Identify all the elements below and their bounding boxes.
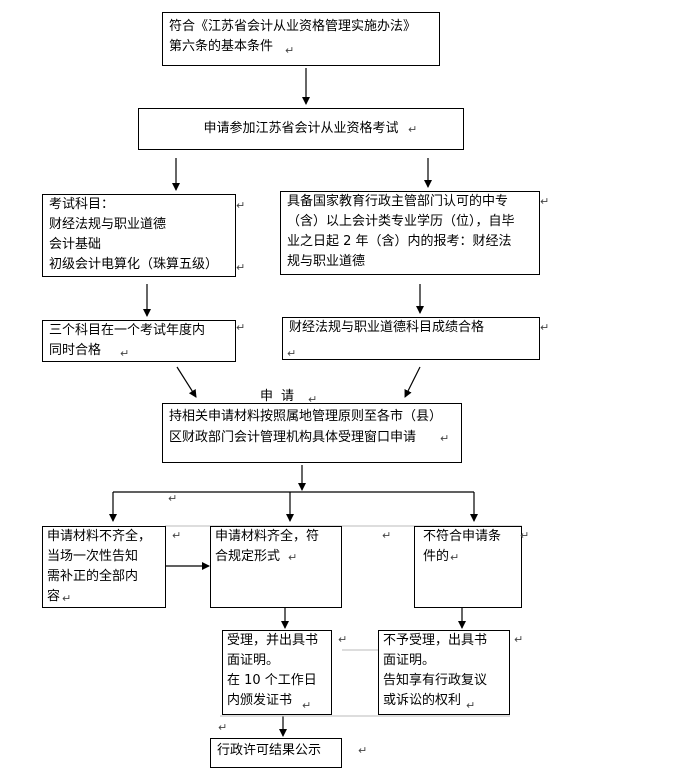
paragraph-mark-icon: ↵ <box>236 321 246 334</box>
incomplete-line: 需补正的全部内 <box>47 569 139 584</box>
box-accept: 受理，并出具书 面证明。 在 10 个工作日 内颁发证书 <box>222 630 332 715</box>
subjects-line: 初级会计电算化（珠算五级） <box>49 257 219 272</box>
publish-line: 行政许可结果公示 <box>217 743 322 758</box>
not-eligible-line: 件的 <box>423 549 450 564</box>
pass-all-line: 同时合格 <box>49 343 102 358</box>
paragraph-mark-icon: ↵ <box>236 261 246 274</box>
criteria-line: 符合《江苏省会计从业资格管理实施办法》 <box>169 19 417 34</box>
box-exam-subjects: 考试科目： 财经法规与职业道德 会计基础 初级会计电算化（珠算五级） <box>42 194 236 277</box>
paragraph-mark-icon: ↵ <box>540 321 550 334</box>
accept-line: 受理，并出具书 <box>227 633 319 648</box>
incomplete-line: 容 <box>47 589 61 604</box>
paragraph-mark-icon: ↵ <box>540 195 550 208</box>
pass-ethics-line: 财经法规与职业道德科目成绩合格 <box>289 320 485 335</box>
box-apply-exam: 申请参加江苏省会计从业资格考试 <box>138 108 464 150</box>
apply-exam-line: 申请参加江苏省会计从业资格考试 <box>203 121 399 136</box>
paragraph-mark-icon: ↵ <box>287 347 297 360</box>
box-publish-result: 行政许可结果公示 <box>210 738 342 768</box>
not-eligible-line: 不符合申请条 <box>423 529 502 544</box>
paragraph-mark-icon: ↵ <box>450 551 460 564</box>
arrow-pass-ethics-to-submit <box>404 366 421 398</box>
pass-all-line: 三个科目在一个考试年度内 <box>49 323 206 338</box>
accept-line: 内颁发证书 <box>227 693 293 708</box>
paragraph-mark-icon: ↵ <box>440 432 450 445</box>
box-not-eligible: 不符合申请条 件的 <box>414 526 522 608</box>
paragraph-mark-icon: ↵ <box>120 347 130 360</box>
box-basic-criteria: 符合《江苏省会计从业资格管理实施办法》 第六条的基本条件 <box>162 12 440 66</box>
apply-label: 申请 <box>260 389 303 404</box>
incomplete-line: 当场一次性告知 <box>47 549 139 564</box>
degree-line: 规与职业道德 <box>287 254 366 269</box>
reject-line: 不予受理，出具书 <box>383 633 488 648</box>
paragraph-mark-icon: ↵ <box>520 529 530 542</box>
paragraph-mark-icon: ↵ <box>218 721 228 734</box>
complete-line: 申请材料齐全，符 <box>215 529 320 544</box>
paragraph-mark-icon: ↵ <box>338 633 348 646</box>
submit-line: 区财政部门会计管理机构具体受理窗口申请 <box>169 430 417 445</box>
subjects-line: 财经法规与职业道德 <box>49 217 167 232</box>
box-pass-ethics: 财经法规与职业道德科目成绩合格 <box>282 317 540 360</box>
paragraph-mark-icon: ↵ <box>172 529 182 542</box>
incomplete-line: 申请材料不齐全， <box>47 529 152 544</box>
paragraph-mark-icon: ↵ <box>168 492 178 505</box>
complete-line: 合规定形式 <box>215 549 281 564</box>
box-pass-all-subjects: 三个科目在一个考试年度内 同时合格 <box>42 320 236 362</box>
reject-line: 面证明。 <box>383 653 436 668</box>
degree-line: （含）以上会计类专业学历（位），自毕 <box>287 214 515 229</box>
reject-line: 或诉讼的权利 <box>383 693 462 708</box>
reject-line: 告知享有行政复议 <box>383 673 488 688</box>
arrow-pass-all-to-submit <box>176 366 197 398</box>
paragraph-mark-icon: ↵ <box>288 551 298 564</box>
paragraph-mark-icon: ↵ <box>62 592 72 605</box>
paragraph-mark-icon: ↵ <box>358 744 368 757</box>
box-submit-application: 持相关申请材料按照属地管理原则至各市（县） 区财政部门会计管理机构具体受理窗口申… <box>162 403 462 463</box>
paragraph-mark-icon: ↵ <box>236 199 246 212</box>
subjects-line: 会计基础 <box>49 237 102 252</box>
criteria-line: 第六条的基本条件 <box>169 39 274 54</box>
paragraph-mark-icon: ↵ <box>285 44 295 57</box>
subjects-line: 考试科目： <box>49 197 115 212</box>
paragraph-mark-icon: ↵ <box>308 393 318 406</box>
box-degree-qualification: 具备国家教育行政主管部门认可的中专 （含）以上会计类专业学历（位），自毕 业之日… <box>280 191 540 275</box>
paragraph-mark-icon: ↵ <box>466 699 476 712</box>
paragraph-mark-icon: ↵ <box>302 699 312 712</box>
degree-line: 具备国家教育行政主管部门认可的中专 <box>287 194 509 209</box>
submit-line: 持相关申请材料按照属地管理原则至各市（县） <box>169 409 443 424</box>
paragraph-mark-icon: ↵ <box>408 123 418 136</box>
box-materials-complete: 申请材料齐全，符 合规定形式 <box>210 526 342 608</box>
accept-line: 在 10 个工作日 <box>227 673 317 688</box>
accept-line: 面证明。 <box>227 653 280 668</box>
box-materials-incomplete: 申请材料不齐全， 当场一次性告知 需补正的全部内 容 <box>42 526 166 608</box>
box-reject: 不予受理，出具书 面证明。 告知享有行政复议 或诉讼的权利 <box>378 630 510 715</box>
paragraph-mark-icon: ↵ <box>514 633 524 646</box>
paragraph-mark-icon: ↵ <box>382 529 392 542</box>
degree-line: 业之日起 2 年（含）内的报考：财经法 <box>287 234 512 249</box>
